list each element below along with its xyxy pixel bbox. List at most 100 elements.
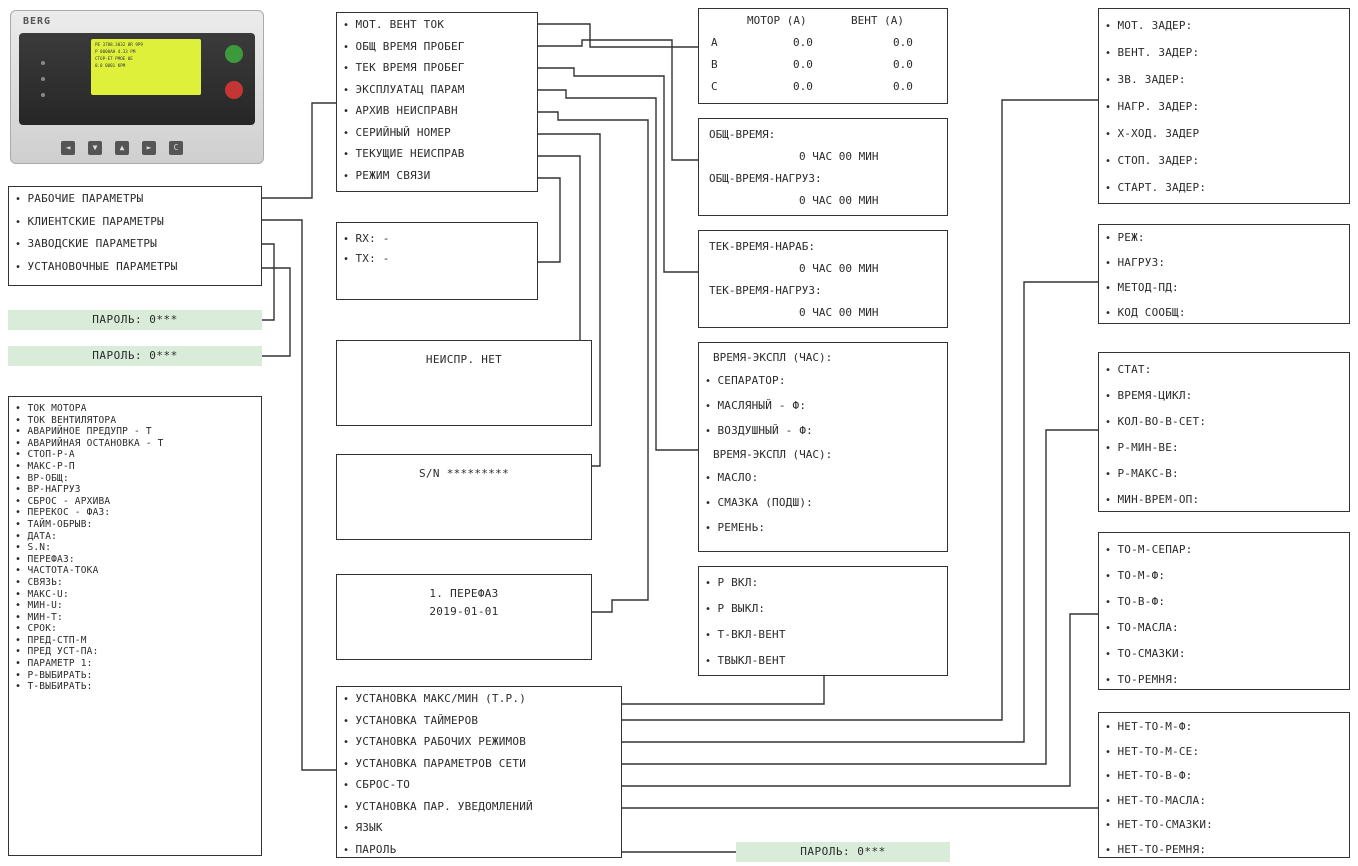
factory-param[interactable]: ДАТА: — [15, 531, 255, 543]
timer-item[interactable]: ЗВ. ЗАДЕР: — [1105, 67, 1343, 94]
reset-item[interactable]: ТО-М-СЕПАР: — [1105, 537, 1343, 563]
right-key[interactable]: ► — [142, 141, 156, 155]
factory-param[interactable]: ПЕРЕФАЗ: — [15, 554, 255, 566]
factory-param[interactable]: СТОП-Р-А — [15, 449, 255, 461]
operation-item[interactable]: СМАЗКА (ПОДШ): — [705, 491, 941, 516]
network-item[interactable]: КОЛ-ВО-В-СЕТ: — [1105, 409, 1343, 435]
factory-param[interactable]: S.N: — [15, 542, 255, 554]
factory-param[interactable]: АВАРИЙНАЯ ОСТАНОВКА - Т — [15, 438, 255, 450]
reset-item[interactable]: ТО-МАСЛА: — [1105, 615, 1343, 641]
factory-param[interactable]: Т-ВЫБИРАТЬ: — [15, 681, 255, 693]
factory-param[interactable]: ПАРАМЕТР 1: — [15, 658, 255, 670]
main-menu-item[interactable]: РАБОЧИЕ ПАРАМЕТРЫ — [15, 188, 255, 211]
network-item[interactable]: Р-МАКС-В: — [1105, 461, 1343, 487]
working-menu-item[interactable]: ОБЩ ВРЕМЯ ПРОБЕГ — [343, 37, 531, 59]
factory-param[interactable]: ПЕРЕКОС - ФАЗ: — [15, 507, 255, 519]
fault-status: НЕИСПР. НЕТ — [425, 353, 503, 366]
status-led — [41, 93, 45, 97]
working-menu-item[interactable]: АРХИВ НЕИСПРАВН — [343, 101, 531, 123]
mode-item[interactable]: РЕЖ: — [1105, 226, 1343, 251]
operation-item[interactable]: МАСЛЯНЫЙ - Ф: — [705, 394, 941, 419]
stop-button[interactable] — [225, 81, 243, 99]
vent-current: 0.0 — [893, 58, 913, 71]
setup-menu-item[interactable]: ПАРОЛЬ — [343, 840, 615, 862]
factory-param[interactable]: ЧАСТОТА-ТОКА — [15, 565, 255, 577]
factory-param[interactable]: ВР-ОБЩ: — [15, 473, 255, 485]
mode-item[interactable]: НАГРУЗ: — [1105, 251, 1343, 276]
operation-item[interactable]: СЕПАРАТОР: — [705, 369, 941, 394]
motor-current: 0.0 — [793, 36, 813, 49]
factory-param[interactable]: СРОК: — [15, 623, 255, 635]
timer-item[interactable]: СТОП. ЗАДЕР: — [1105, 148, 1343, 175]
notify-item[interactable]: НЕТ-ТО-СМАЗКИ: — [1105, 813, 1343, 838]
working-menu-item[interactable]: ЭКСПЛУАТАЦ ПАРАМ — [343, 80, 531, 102]
factory-param[interactable]: СБРОС - АРХИВА — [15, 496, 255, 508]
setup-menu-item[interactable]: УСТАНОВКА ТАЙМЕРОВ — [343, 711, 615, 733]
working-menu-item[interactable]: СЕРИЙНЫЙ НОМЕР — [343, 123, 531, 145]
network-item[interactable]: ВРЕМЯ-ЦИКЛ: — [1105, 383, 1343, 409]
working-menu-item[interactable]: ТЕКУЩИЕ НЕИСПРАВ — [343, 144, 531, 166]
setup-menu-item[interactable]: УСТАНОВКА РАБОЧИХ РЕЖИМОВ — [343, 732, 615, 754]
pressure-item[interactable]: ТВЫКЛ-ВЕНТ — [705, 648, 941, 674]
setup-menu-item[interactable]: УСТАНОВКА МАКС/МИН (Т.Р.) — [343, 689, 615, 711]
timer-item[interactable]: МОТ. ЗАДЕР: — [1105, 13, 1343, 40]
factory-param[interactable]: МИН-U: — [15, 600, 255, 612]
factory-param[interactable]: АВАРИЙНОЕ ПРЕДУПР - Т — [15, 426, 255, 438]
factory-param[interactable]: МАКС-U: — [15, 589, 255, 601]
password-box[interactable]: ПАРОЛЬ: 0*** — [736, 842, 950, 862]
pressure-item[interactable]: Р ВЫКЛ: — [705, 596, 941, 622]
factory-param[interactable]: ТАЙМ-ОБРЫВ: — [15, 519, 255, 531]
timer-item[interactable]: Х-ХОД. ЗАДЕР — [1105, 121, 1343, 148]
operation-item[interactable]: МАСЛО: — [705, 466, 941, 491]
pressure-item[interactable]: Р ВКЛ: — [705, 570, 941, 596]
start-button[interactable] — [225, 45, 243, 63]
notify-item[interactable]: НЕТ-ТО-М-Ф: — [1105, 715, 1343, 740]
main-menu-item[interactable]: УСТАНОВОЧНЫЕ ПАРАМЕТРЫ — [15, 256, 255, 279]
factory-param[interactable]: МИН-Т: — [15, 612, 255, 624]
notify-item[interactable]: НЕТ-ТО-РЕМНЯ: — [1105, 838, 1343, 863]
reset-item[interactable]: ТО-СМАЗКИ: — [1105, 641, 1343, 667]
working-menu-item[interactable]: МОТ. ВЕНТ ТОК — [343, 15, 531, 37]
operation-item[interactable]: ВОЗДУШНЫЙ - Ф: — [705, 419, 941, 444]
reset-item[interactable]: ТО-В-Ф: — [1105, 589, 1343, 615]
notification-params-box: НЕТ-ТО-М-Ф: НЕТ-ТО-М-СЕ: НЕТ-ТО-В-Ф: НЕТ… — [1098, 712, 1350, 858]
factory-param[interactable]: МАКС-Р-П — [15, 461, 255, 473]
factory-param[interactable]: ПРЕД-СТП-М — [15, 635, 255, 647]
working-menu-item[interactable]: ТЕК ВРЕМЯ ПРОБЕГ — [343, 58, 531, 80]
mode-item[interactable]: КОД СООБЩ: — [1105, 301, 1343, 326]
password-box[interactable]: ПАРОЛЬ: 0*** — [8, 310, 262, 330]
pressure-item[interactable]: Т-ВКЛ-ВЕНТ — [705, 622, 941, 648]
notify-item[interactable]: НЕТ-ТО-В-Ф: — [1105, 764, 1343, 789]
up-key[interactable]: ▲ — [115, 141, 129, 155]
factory-param[interactable]: ВР-НАГРУЗ — [15, 484, 255, 496]
network-item[interactable]: Р-МИН-ВЕ: — [1105, 435, 1343, 461]
network-item[interactable]: СТАТ: — [1105, 357, 1343, 383]
factory-param[interactable]: ТОК МОТОРА — [15, 403, 255, 415]
timer-item[interactable]: НАГР. ЗАДЕР: — [1105, 94, 1343, 121]
reset-item[interactable]: ТО-РЕМНЯ: — [1105, 667, 1343, 693]
factory-param[interactable]: ПРЕД УСТ-ПА: — [15, 646, 255, 658]
mode-item[interactable]: МЕТОД-ПД: — [1105, 276, 1343, 301]
setup-menu-item[interactable]: УСТАНОВКА ПАР. УВЕДОМЛЕНИЙ — [343, 797, 615, 819]
setup-menu-item[interactable]: УСТАНОВКА ПАРАМЕТРОВ СЕТИ — [343, 754, 615, 776]
password-box[interactable]: ПАРОЛЬ: 0*** — [8, 346, 262, 366]
reset-item[interactable]: ТО-М-Ф: — [1105, 563, 1343, 589]
operation-item[interactable]: РЕМЕНЬ: — [705, 516, 941, 541]
notify-item[interactable]: НЕТ-ТО-МАСЛА: — [1105, 789, 1343, 814]
notify-item[interactable]: НЕТ-ТО-М-СЕ: — [1105, 740, 1343, 765]
setup-menu-item[interactable]: ЯЗЫК — [343, 818, 615, 840]
setup-menu-item[interactable]: СБРОС-ТО — [343, 775, 615, 797]
factory-param[interactable]: Р-ВЫБИРАТЬ: — [15, 670, 255, 682]
factory-param[interactable]: ТОК ВЕНТИЛЯТОРА — [15, 415, 255, 427]
factory-param[interactable]: СВЯЗЬ: — [15, 577, 255, 589]
timer-item[interactable]: ВЕНТ. ЗАДЕР: — [1105, 40, 1343, 67]
cancel-key[interactable]: C — [169, 141, 183, 155]
network-item[interactable]: МИН-ВРЕМ-ОП: — [1105, 487, 1343, 513]
timer-item[interactable]: СТАРТ. ЗАДЕР: — [1105, 175, 1343, 202]
left-key[interactable]: ◄ — [61, 141, 75, 155]
working-menu-item[interactable]: РЕЖИМ СВЯЗИ — [343, 166, 531, 188]
main-menu-item[interactable]: ЗАВОДСКИЕ ПАРАМЕТРЫ — [15, 233, 255, 256]
main-menu-item[interactable]: КЛИЕНТСКИЕ ПАРАМЕТРЫ — [15, 211, 255, 234]
status-led — [41, 61, 45, 65]
down-key[interactable]: ▼ — [88, 141, 102, 155]
